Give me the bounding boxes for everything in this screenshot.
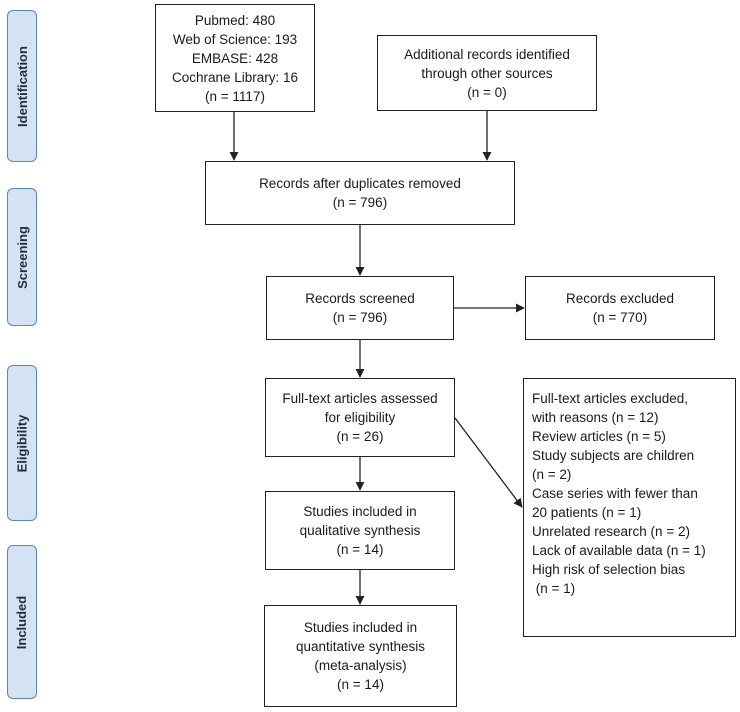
databases-line: EMBASE: 428 bbox=[191, 50, 279, 66]
excluded-line: Records excluded bbox=[565, 291, 675, 306]
fulltext-excluded-line: Review articles (n = 5) bbox=[532, 429, 666, 444]
databases-line: Cochrane Library: 16 bbox=[171, 69, 299, 85]
fulltext-excluded-line: (n = 2) bbox=[532, 467, 572, 482]
databases-line: Pubmed: 480 bbox=[194, 12, 276, 28]
phase-screening: Screening bbox=[7, 188, 37, 326]
other-sources-line: (n = 0) bbox=[467, 84, 507, 100]
fulltext-excluded-line: High risk of selection bias bbox=[532, 562, 686, 577]
box-databases: Pubmed: 480 Web of Science: 193 EMBASE: … bbox=[155, 4, 315, 112]
other-sources-line: through other sources bbox=[421, 65, 553, 81]
fulltext-assessed-line: Full-text articles assessed bbox=[282, 391, 438, 406]
box-fulltext-assessed: Full-text articles assessed for eligibil… bbox=[265, 378, 455, 457]
phase-included: Included bbox=[7, 545, 37, 699]
qualitative-line: qualitative synthesis bbox=[299, 523, 421, 538]
quantitative-line: (n = 14) bbox=[337, 677, 384, 692]
fulltext-excluded-line: 20 patients (n = 1) bbox=[532, 505, 642, 520]
screened-line: Records screened bbox=[305, 291, 415, 306]
quantitative-line: (meta-analysis) bbox=[314, 658, 407, 673]
arrow-fulltext-to-excluded bbox=[454, 417, 523, 508]
box-quantitative: Studies included in quantitative synthes… bbox=[264, 605, 457, 707]
box-after-duplicates: Records after duplicates removed (n = 79… bbox=[205, 161, 515, 225]
box-screened: Records screened (n = 796) bbox=[266, 276, 454, 340]
fulltext-excluded-line: Lack of available data (n = 1) bbox=[532, 543, 706, 558]
box-other-sources: Additional records identified through ot… bbox=[377, 35, 597, 111]
after-duplicates-line: (n = 796) bbox=[332, 195, 388, 210]
other-sources-line: Additional records identified bbox=[404, 46, 570, 62]
box-excluded: Records excluded (n = 770) bbox=[525, 276, 715, 340]
box-qualitative: Studies included in qualitative synthesi… bbox=[265, 491, 455, 570]
fulltext-excluded-line: Case series with fewer than bbox=[532, 486, 698, 501]
databases-line: Web of Science: 193 bbox=[172, 31, 298, 47]
fulltext-assessed-line: (n = 26) bbox=[336, 429, 384, 444]
after-duplicates-line: Records after duplicates removed bbox=[259, 176, 461, 191]
databases-line: (n = 1117) bbox=[205, 88, 265, 104]
excluded-line: (n = 770) bbox=[592, 310, 648, 325]
fulltext-excluded-line: Full-text articles excluded, bbox=[532, 391, 689, 406]
fulltext-excluded-line: Unrelated research (n = 2) bbox=[532, 524, 690, 539]
screened-line: (n = 796) bbox=[332, 310, 388, 325]
phase-eligibility: Eligibility bbox=[7, 365, 37, 521]
qualitative-line: Studies included in bbox=[303, 504, 417, 519]
phase-identification: Identification bbox=[7, 10, 37, 162]
fulltext-excluded-line: (n = 1) bbox=[532, 581, 576, 596]
qualitative-line: (n = 14) bbox=[336, 542, 384, 557]
quantitative-line: Studies included in bbox=[303, 620, 418, 635]
fulltext-excluded-line: Study subjects are children bbox=[532, 448, 695, 463]
quantitative-line: quantitative synthesis bbox=[295, 639, 426, 654]
fulltext-excluded-line: with reasons (n = 12) bbox=[532, 410, 659, 425]
fulltext-assessed-line: for eligibility bbox=[324, 410, 396, 425]
box-fulltext-excluded: Full-text articles excluded, with reason… bbox=[523, 378, 736, 637]
